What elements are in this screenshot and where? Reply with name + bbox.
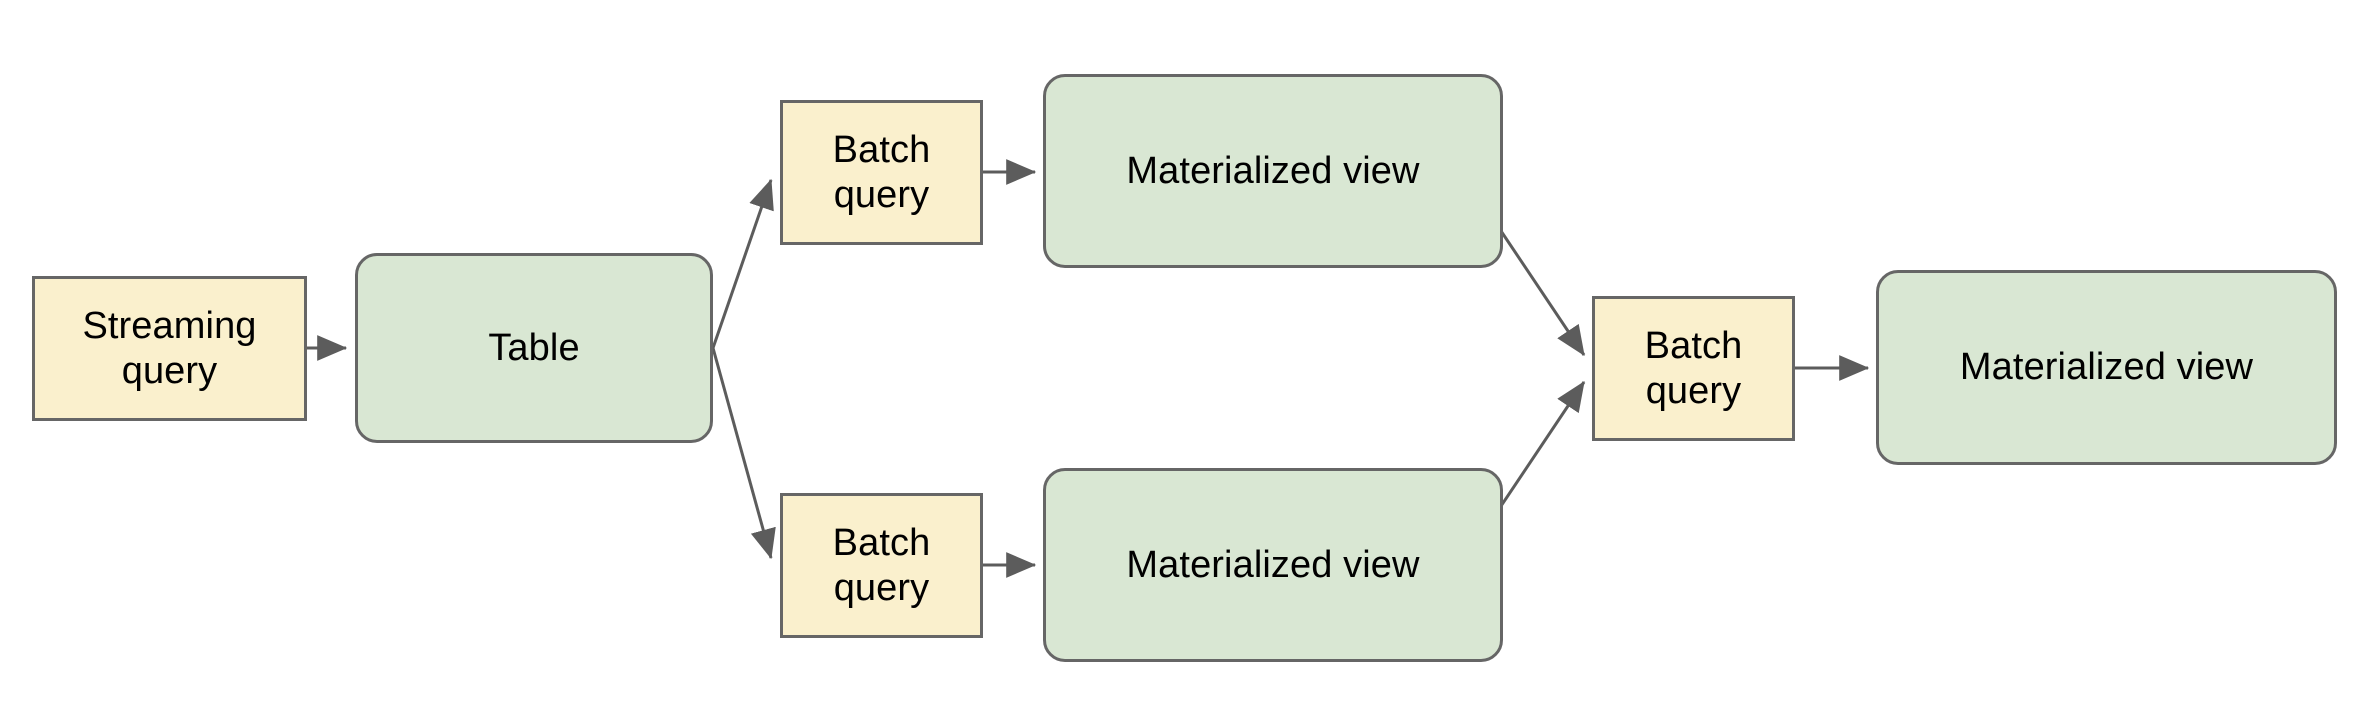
node-materialized-view-final[interactable]: Materialized view <box>1876 270 2337 465</box>
node-label-batch-query-bottom: Batch query <box>832 522 931 609</box>
node-label-streaming-query: Streaming query <box>82 305 257 392</box>
edge-table-to-batch-bottom <box>711 347 776 560</box>
node-batch-query-top[interactable]: Batch query <box>780 100 983 245</box>
node-label-materialized-view-top: Materialized view <box>1126 149 1420 192</box>
node-batch-query-merge[interactable]: Batch query <box>1592 296 1795 441</box>
node-table[interactable]: Table <box>355 253 713 443</box>
edge-table-to-batch-top <box>711 178 774 349</box>
node-label-table: Table <box>488 326 580 369</box>
node-label-batch-query-merge: Batch query <box>1644 325 1743 412</box>
node-label-materialized-view-final: Materialized view <box>1959 346 2254 389</box>
node-batch-query-bottom[interactable]: Batch query <box>780 493 983 638</box>
node-label-batch-query-top: Batch query <box>832 129 931 216</box>
edge-mv-bottom-to-batch-merge <box>1495 381 1586 513</box>
node-materialized-view-top[interactable]: Materialized view <box>1043 74 1503 268</box>
edge-mv-top-to-batch-merge <box>1495 224 1586 356</box>
node-streaming-query[interactable]: Streaming query <box>32 276 307 421</box>
node-materialized-view-bottom[interactable]: Materialized view <box>1043 468 1503 662</box>
node-label-materialized-view-bottom: Materialized view <box>1126 543 1420 586</box>
